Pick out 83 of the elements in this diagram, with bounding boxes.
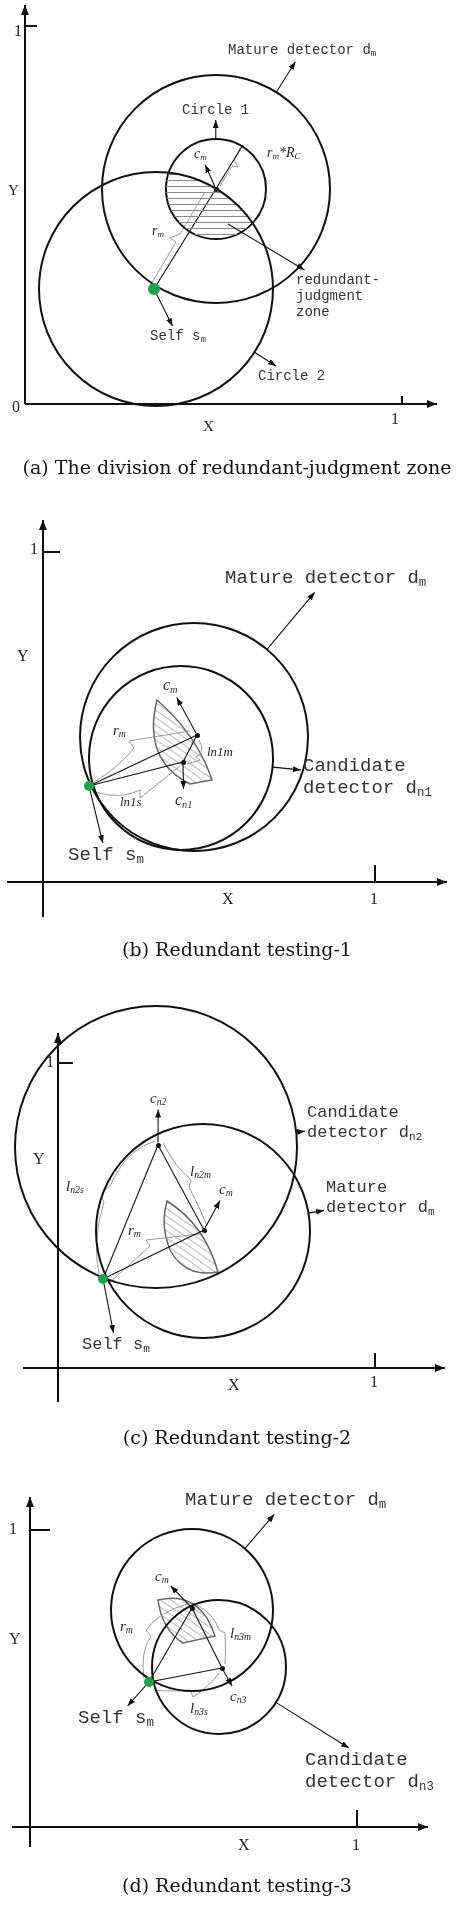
axis-label: X	[238, 1836, 250, 1855]
formula-label: ln1s	[120, 795, 142, 810]
formula-label: l$_{n2m}$	[190, 1163, 211, 1181]
leader-arrow	[156, 293, 174, 327]
axis-label: Y	[9, 1630, 21, 1649]
annotation-label: Candidate detector d$_{n3}$	[305, 1750, 470, 1795]
point-marker	[189, 1605, 195, 1611]
formula-label: r$_{m}$	[120, 1618, 133, 1636]
annotation-label: Candidate detector d$_{n1}$	[303, 756, 463, 801]
leader-arrow	[204, 164, 216, 188]
formula-label: l$_{n3s}$	[190, 1700, 208, 1718]
leader-arrow	[244, 1513, 275, 1550]
point-marker	[84, 781, 94, 791]
point-marker	[144, 1677, 154, 1687]
leader-arrow	[170, 1585, 191, 1607]
leader-arrow	[204, 1200, 221, 1229]
leader-arrow	[127, 1685, 147, 1707]
point-marker	[219, 1665, 225, 1671]
caption: (a) The division of redundant-judgment zone	[21, 456, 453, 478]
annotation-label: Self s$_{m}$	[150, 328, 206, 346]
formula-label: r$_{m}$	[113, 722, 126, 740]
annotation-label: c$_{n1}$	[175, 791, 193, 811]
tick-label: 1	[14, 22, 22, 41]
leader-arrow	[103, 1283, 115, 1334]
leader-arrow	[180, 763, 187, 790]
leader-arrow	[253, 351, 277, 367]
annotation-label: Mature detector d$_{m}$	[225, 568, 427, 591]
leader-arrow	[307, 1208, 325, 1215]
axis-label: X	[228, 1376, 240, 1395]
leader-arrow	[275, 61, 296, 93]
annotation-label: Self s$_{m}$	[78, 1708, 154, 1731]
annotation-label: c$_{m}$	[194, 146, 207, 163]
axis-label: Y	[17, 647, 29, 666]
axis-label: Y	[33, 1150, 45, 1169]
leader-arrow	[271, 766, 302, 773]
leader-arrow	[212, 119, 219, 140]
annotation-label: c$_{n3}$	[230, 1688, 247, 1706]
annotation-label: redundant-judgment zone	[296, 272, 400, 321]
leader-arrow	[266, 591, 316, 650]
point-marker	[155, 1142, 161, 1148]
leader-arrow	[275, 1701, 350, 1749]
leader-arrow	[295, 1129, 306, 1135]
point-marker	[98, 1274, 108, 1284]
axis-label: X	[203, 418, 214, 436]
tick-label: 1	[46, 1053, 54, 1072]
annotation-label: c$_{m}$	[163, 676, 178, 696]
axis-label: Y	[8, 182, 19, 200]
annotation-label: c$_{m}$	[219, 1181, 233, 1199]
circle-outline	[13, 1004, 299, 1290]
leader-arrow	[176, 696, 197, 734]
tick-label: 0	[12, 398, 20, 417]
annotation-label: c$_{m}$	[155, 1568, 169, 1586]
caption: (c) Redundant testing-2	[121, 1426, 353, 1448]
formula-label: l$_{n2s}$	[66, 1178, 84, 1196]
annotation-label: Mature detector d$_{m}$	[326, 1178, 468, 1218]
formula-label: l$_{n3m}$	[230, 1625, 251, 1643]
leader-arrow	[89, 790, 104, 844]
point-marker	[201, 1227, 207, 1233]
annotation-label: Mature detector d$_{m}$	[185, 1490, 387, 1513]
formula-label: r$_{m}$*R$_{C}$	[267, 145, 301, 162]
annotation-label: Circle 2	[258, 368, 326, 385]
tick-label: 1	[391, 410, 399, 429]
caption: (b) Redundant testing-1	[121, 938, 353, 960]
formula-label: ln1m	[207, 745, 233, 760]
annotation-label: Self s$_{m}$	[68, 845, 144, 868]
leader-arrow	[222, 1669, 233, 1687]
tick-label: 1	[30, 540, 38, 559]
annotation-label: Circle 1	[182, 102, 250, 119]
tick-label: 1	[370, 890, 378, 909]
tick-label: 1	[370, 1373, 378, 1392]
annotation-label: Candidate detector d$_{n2}$	[307, 1103, 457, 1143]
formula-label: r$_{m}$	[128, 1222, 141, 1240]
leader-arrow	[155, 1109, 162, 1144]
tick-label: 1	[352, 1836, 360, 1855]
annotation-label: Mature detector d$_{m}$	[228, 42, 377, 60]
annotation-label: c$_{n2}$	[150, 1090, 167, 1108]
leader-arrow	[227, 223, 306, 271]
annotation-label: Self s$_{m}$	[82, 1335, 150, 1356]
axis-label: X	[222, 890, 234, 909]
circle-outline	[109, 1527, 275, 1693]
formula-label: r$_{m}$	[152, 223, 165, 240]
tick-label: 1	[9, 1520, 17, 1539]
caption: (d) Redundant testing-3	[121, 1874, 353, 1896]
